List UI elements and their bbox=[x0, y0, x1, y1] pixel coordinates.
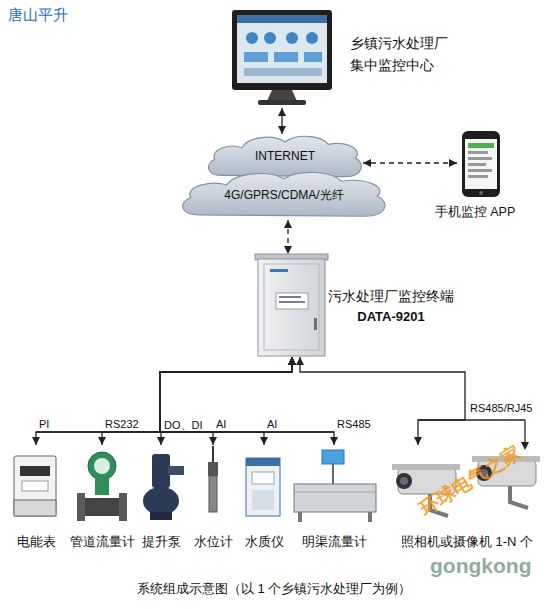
signal-label: RS485/RJ45 bbox=[470, 402, 532, 414]
node-label: 水质仪 bbox=[240, 533, 288, 550]
network-link bbox=[363, 162, 457, 163]
signal-wire bbox=[281, 108, 282, 134]
camera-icon bbox=[392, 456, 540, 516]
device-node: 水质仪 bbox=[240, 445, 288, 550]
analyzer-icon bbox=[246, 458, 280, 516]
bus-arrow bbox=[521, 442, 529, 450]
signal-label: RS485 bbox=[337, 418, 371, 430]
flowmeter-icon bbox=[77, 452, 127, 521]
bus-wire bbox=[36, 420, 525, 448]
node-label: 污水处理厂监控终端 bbox=[326, 288, 456, 306]
camera-node: 照相机或摄像机 1-N 个 bbox=[388, 445, 546, 550]
device-node: 水位计 bbox=[192, 445, 234, 550]
signal-wire bbox=[102, 357, 292, 445]
meter-icon bbox=[14, 456, 56, 516]
figure-caption: 系统组成示意图（以 1 个乡镇污水处理厂为例） bbox=[0, 580, 548, 598]
device-node: 电能表 bbox=[8, 445, 64, 550]
signal-wire bbox=[300, 357, 465, 445]
signal-label: PI bbox=[39, 418, 49, 430]
cloud-node: 4G/GPRS/CDMA/光纤 bbox=[178, 170, 390, 220]
monitor-node: 乡镇污水处理厂 集中监控中心 bbox=[232, 8, 464, 108]
node-label: 水位计 bbox=[192, 533, 234, 550]
device-node: 管道流量计 bbox=[68, 445, 136, 550]
node-label: 电能表 bbox=[8, 533, 64, 550]
monitor-icon bbox=[232, 10, 332, 105]
node-label: 乡镇污水处理厂 集中监控中心 bbox=[350, 32, 460, 76]
channel-flowmeter-icon bbox=[294, 450, 376, 522]
signal-wire bbox=[160, 357, 334, 445]
node-label: 明渠流量计 bbox=[290, 533, 378, 550]
cabinet-icon bbox=[255, 254, 328, 356]
signal-wire bbox=[160, 357, 292, 445]
node-sublabel: DATA-9201 bbox=[326, 308, 456, 325]
phone-node: 手机监控 APP bbox=[425, 128, 525, 223]
node-label: 管道流量计 bbox=[68, 533, 136, 550]
terminal-node: 污水处理厂监控终端 DATA-9201 bbox=[258, 254, 518, 357]
device-node: 提升泵 bbox=[138, 445, 184, 550]
watermark: gongkong bbox=[430, 554, 531, 578]
network-link bbox=[287, 220, 288, 254]
level-sensor-icon bbox=[208, 446, 218, 512]
signal-wire bbox=[160, 357, 292, 445]
signal-wire bbox=[36, 357, 292, 445]
node-label: 4G/GPRS/CDMA/光纤 bbox=[178, 187, 390, 203]
signal-label: AI bbox=[267, 418, 277, 430]
device-node: 明渠流量计 bbox=[290, 445, 378, 550]
cloud-node: INTERNET bbox=[205, 134, 365, 180]
node-label: 手机监控 APP bbox=[425, 204, 525, 220]
pump-icon bbox=[143, 454, 184, 520]
phone-icon bbox=[462, 131, 500, 197]
signal-label: AI bbox=[216, 418, 226, 430]
signal-label: RS232 bbox=[105, 418, 139, 430]
node-label: INTERNET bbox=[205, 148, 365, 164]
brand-label: 唐山平升 bbox=[8, 6, 68, 25]
signal-label: DO、DI bbox=[164, 418, 203, 433]
node-label: 提升泵 bbox=[138, 533, 184, 550]
node-label: 照相机或摄像机 1-N 个 bbox=[388, 533, 546, 550]
signal-wire bbox=[160, 357, 292, 445]
watermark: 环球电气之家 bbox=[415, 440, 525, 522]
